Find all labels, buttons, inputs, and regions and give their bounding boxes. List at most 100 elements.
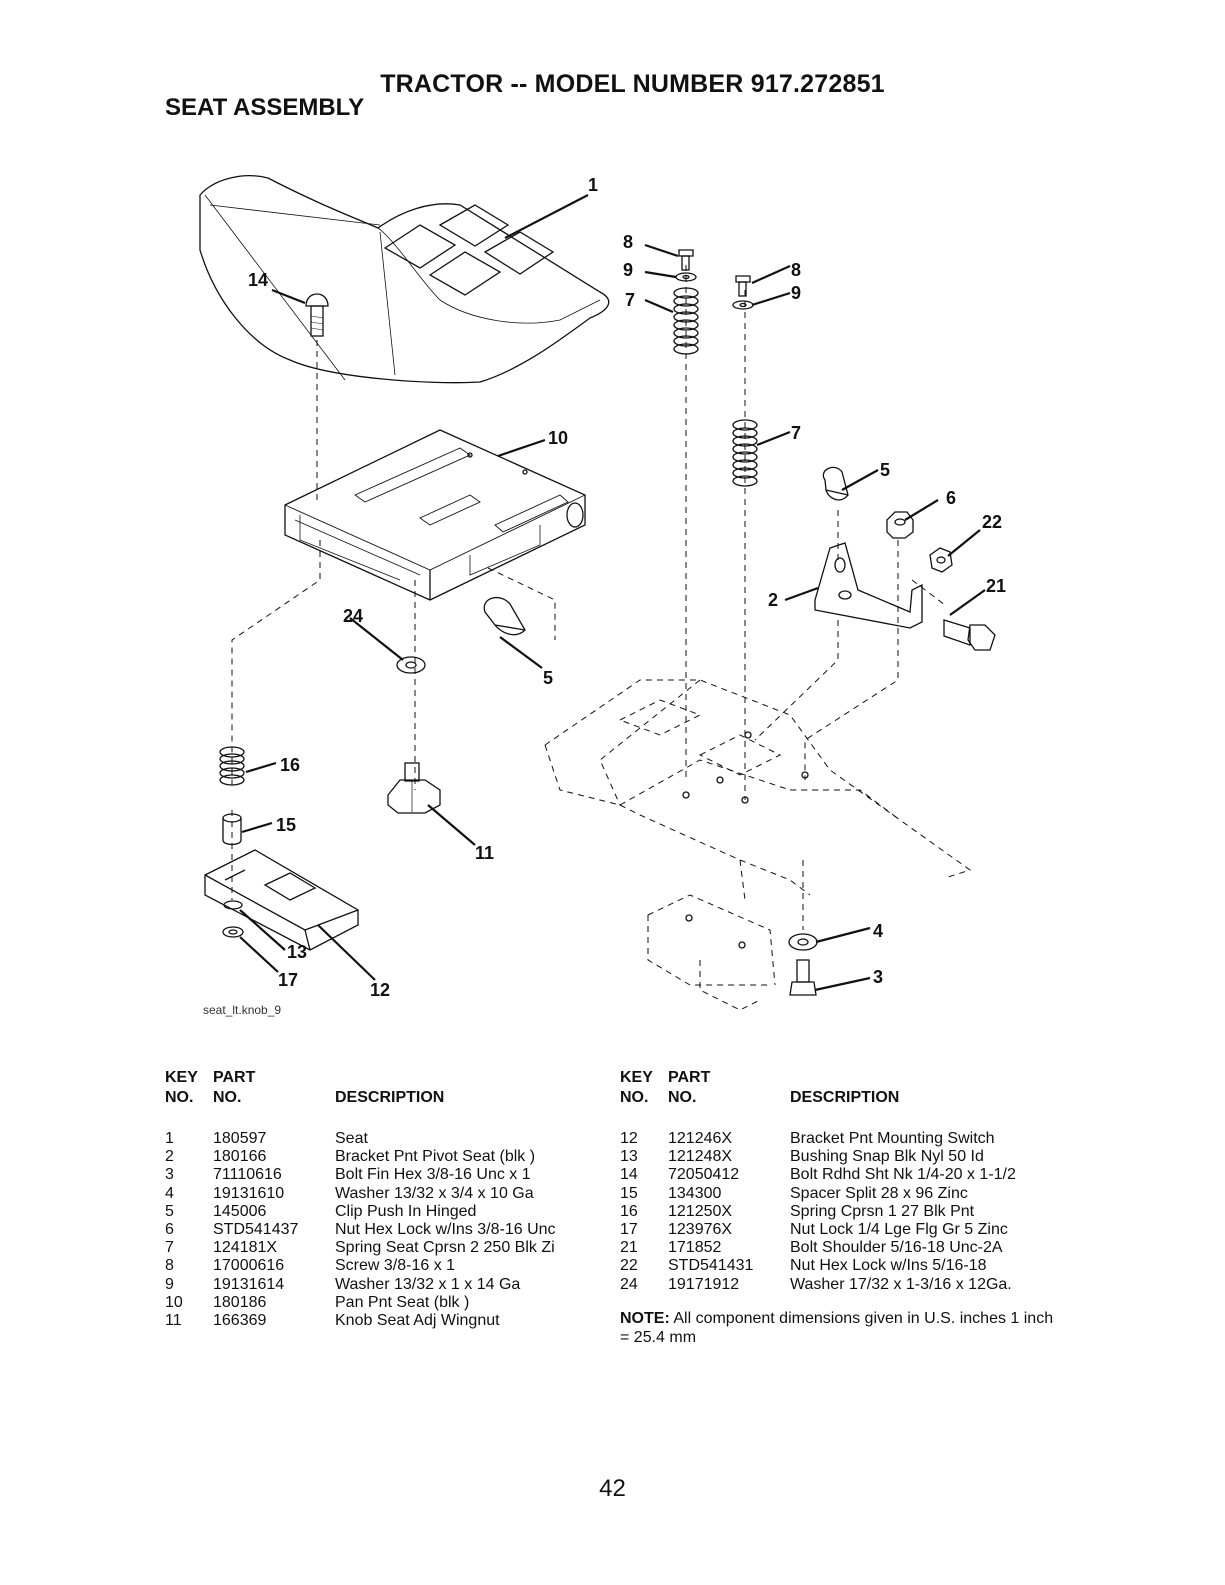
callout-label: 3 [873, 967, 884, 987]
hex-nut-part [886, 511, 914, 539]
cell-desc: Bracket Pnt Mounting Switch [790, 1130, 995, 1147]
cell-desc: Screw 3/8-16 x 1 [335, 1257, 456, 1275]
callout-label: 15 [276, 815, 297, 835]
cell-key: 8 [165, 1257, 174, 1275]
cell-desc: Nut Lock 1/4 Lge Flg Gr 5 Zinc [790, 1221, 1008, 1238]
cell-part: 121250X [668, 1202, 733, 1220]
callout-label: 1 [588, 175, 599, 195]
spring-part [219, 746, 245, 786]
screw-washer-spring-left [673, 249, 699, 355]
cell-desc: Seat [335, 1130, 368, 1147]
header-text: PART [213, 1069, 256, 1086]
col-header-part: PART NO. [668, 1068, 710, 1108]
callout-label: 16 [280, 755, 301, 775]
cell-desc: Knob Seat Adj Wingnut [335, 1312, 500, 1329]
callout-label: 14 [248, 270, 269, 290]
cell-key: 24 [620, 1275, 638, 1293]
header-text: NO. [668, 1089, 697, 1106]
header-text: NO. [213, 1089, 242, 1106]
seat-part [199, 175, 610, 384]
page-number: 42 [599, 1475, 626, 1502]
callout-label: 22 [982, 512, 1003, 532]
cell-part: 145006 [213, 1202, 267, 1220]
cell-desc: Spring Cprsn 1 27 Blk Pnt [790, 1202, 975, 1220]
cell-desc: Nut Hex Lock w/Ins 3/8-16 Unc [335, 1221, 556, 1238]
shoulder-bolt-part [943, 619, 996, 651]
cell-part: 72050412 [668, 1166, 740, 1184]
cell-part: 166369 [213, 1312, 267, 1329]
callout-label: 21 [986, 576, 1007, 596]
cell-part: STD541431 [668, 1257, 754, 1275]
col-header-description: DESCRIPTION [790, 1089, 900, 1106]
header-text: NO. [620, 1089, 649, 1106]
cell-part: 124181X [213, 1239, 278, 1257]
cell-desc: Spring Seat Cprsn 2 250 Blk Zi [335, 1239, 555, 1257]
cell-key: 3 [165, 1166, 174, 1184]
cell-part: 71110616 [213, 1166, 282, 1184]
exploded-parts-diagram [199, 175, 996, 1011]
callout-label: 11 [475, 843, 495, 863]
callout-label: 13 [287, 942, 308, 962]
callout-label: 9 [623, 260, 634, 280]
cell-part: 121248X [668, 1148, 733, 1166]
cell-part: 134300 [668, 1184, 722, 1202]
callout-label: 8 [623, 232, 634, 252]
callout-label: 7 [625, 290, 636, 310]
cell-desc: Nut Hex Lock w/Ins 5/16-18 [790, 1257, 987, 1275]
col-header-key: KEY NO. [165, 1068, 198, 1108]
cell-part: 121246X [668, 1130, 733, 1147]
spacer-part [222, 813, 242, 846]
cell-desc: Spacer Split 28 x 96 Zinc [790, 1184, 968, 1202]
cell-part: STD541437 [213, 1221, 299, 1238]
cell-desc: Bolt Fin Hex 3/8-16 Unc x 1 [335, 1166, 531, 1184]
cell-desc: Bolt Shoulder 5/16-18 Unc-2A [790, 1239, 1003, 1257]
wingnut-knob-part [387, 762, 441, 814]
washer-part [396, 656, 426, 674]
callout-label: 7 [791, 423, 802, 443]
cell-key: 21 [620, 1239, 638, 1257]
push-clip-part [822, 466, 849, 501]
callout-label: 5 [543, 668, 554, 688]
cell-key: 2 [165, 1148, 174, 1166]
cell-key: 15 [620, 1184, 638, 1202]
carriage-bolt-part [305, 293, 329, 337]
seat-pan-part [284, 429, 586, 601]
cell-key: 1 [165, 1130, 174, 1147]
callout-label: 8 [791, 260, 802, 280]
cell-desc: Pan Pnt Seat (blk ) [335, 1293, 470, 1311]
push-clip-part [483, 596, 526, 636]
header-text: PART [668, 1069, 711, 1086]
hex-bolt-part [789, 959, 817, 996]
cell-part: 19171912 [668, 1275, 740, 1293]
cell-key: 17 [620, 1221, 638, 1238]
cell-key: 4 [165, 1184, 174, 1202]
callout-label: 17 [278, 970, 299, 990]
cell-part: 180597 [213, 1130, 267, 1147]
cell-part: 180186 [213, 1293, 267, 1311]
col-header-key: KEY NO. [620, 1068, 653, 1108]
cell-part: 180166 [213, 1148, 267, 1166]
cell-key: 5 [165, 1202, 174, 1220]
callout-label: 9 [791, 283, 802, 303]
cell-desc: Bolt Rdhd Sht Nk 1/4-20 x 1-1/2 [790, 1166, 1016, 1184]
cell-key: 10 [165, 1293, 183, 1311]
cell-part: 19131610 [213, 1184, 285, 1202]
cell-key: 22 [620, 1257, 638, 1275]
callout-label: 6 [946, 488, 957, 508]
cell-desc: Washer 13/32 x 1 x 14 Ga [335, 1275, 521, 1293]
callout-label: 10 [548, 428, 569, 448]
section-title: SEAT ASSEMBLY [165, 94, 365, 121]
pivot-bracket-part [814, 542, 923, 629]
col-header-description: DESCRIPTION [335, 1089, 445, 1106]
header-text: KEY [165, 1069, 198, 1086]
cell-desc: Washer 13/32 x 3/4 x 10 Ga [335, 1184, 534, 1202]
lock-nut-part [222, 926, 244, 938]
figure-label: seat_lt.knob_9 [203, 1003, 282, 1017]
cell-desc: Bracket Pnt Pivot Seat (blk ) [335, 1148, 536, 1166]
header-text: KEY [620, 1069, 653, 1086]
cell-key: 16 [620, 1202, 638, 1220]
cell-part: 171852 [668, 1239, 722, 1257]
switch-bracket-part [204, 849, 359, 951]
screw-washer-spring-right [732, 275, 758, 487]
note-body: All component dimensions given in U.S. i… [620, 1310, 1054, 1346]
